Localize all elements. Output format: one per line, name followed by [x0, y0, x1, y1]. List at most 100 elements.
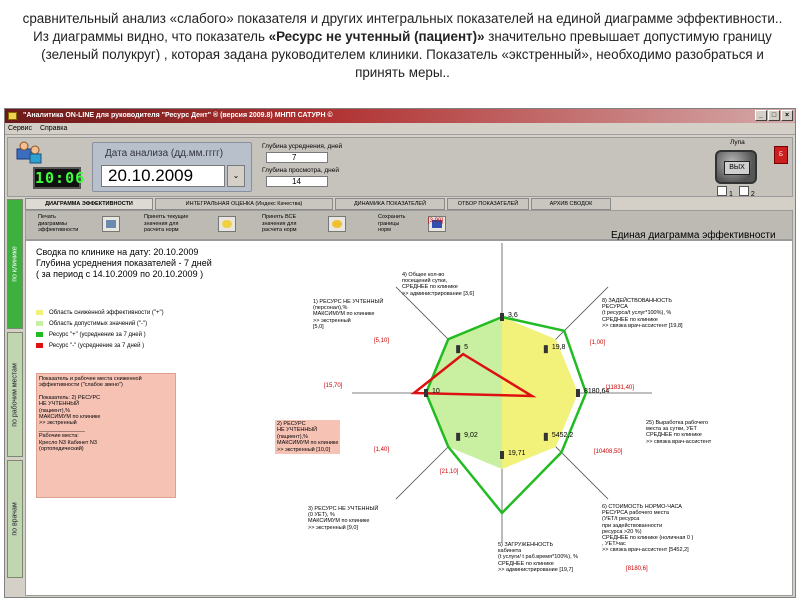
series-minus-line	[410, 352, 537, 398]
zoom-controls: 1 2	[717, 186, 755, 198]
date-input[interactable]: 20.10.2009	[101, 165, 225, 187]
legend-item: Область допустимых значений ("-")	[36, 318, 164, 329]
summary-line-2: Глубина усреднения показателей - 7 дней	[36, 258, 212, 268]
nav-tab-workplaces-label: по рабочим местам	[11, 362, 19, 427]
legend: Область сниженной эффективности ("+") Об…	[36, 307, 164, 351]
series-plus-line	[424, 315, 588, 515]
menu-bar: Сервис Справка	[5, 123, 795, 135]
depth-view-label: Глубина просмотра, дней	[262, 167, 340, 174]
users-icon[interactable]	[16, 141, 42, 165]
chart-area: Сводка по клинике на дату: 20.10.2009 Гл…	[25, 218, 793, 596]
value-marker[interactable]	[424, 389, 428, 397]
axis-range: [1,00]	[590, 340, 606, 346]
legend-item: Область сниженной эффективности ("+")	[36, 307, 164, 318]
tab-dynamics[interactable]: ДИНАМИКА ПОКАЗАТЕЛЕЙ	[335, 198, 445, 210]
axis-label: 3) РЕСУРС НЕ УЧТЕННЫЙ(0 УЕТ), %МАКСИМУМ …	[308, 506, 379, 531]
tab-efficiency-diagram[interactable]: ДИАГРАММА ЭФФЕКТИВНОСТИ	[25, 198, 153, 210]
value-marker[interactable]	[500, 451, 504, 459]
radar-chart	[352, 243, 652, 543]
nav-tab-workplaces[interactable]: по рабочим местам	[7, 332, 23, 457]
red-report-button[interactable]: Б	[774, 146, 788, 164]
axis-range: [1,40]	[374, 447, 390, 453]
close-button[interactable]: ×	[781, 110, 793, 121]
nav-tab-doctors-label: по врачам	[11, 502, 19, 536]
depth-avg-input[interactable]: 7	[266, 152, 328, 163]
legend-item: Ресурс "-" (усреднение за 7 дней )	[36, 340, 164, 351]
nav-tab-doctors[interactable]: по врачам	[7, 460, 23, 578]
summary-line-3: ( за период с 14.10.2009 по 20.10.2009 )	[36, 269, 204, 279]
magnifier-label: Лупа	[730, 139, 745, 146]
sun-multi-icon	[328, 216, 346, 232]
axis-value: 9,02	[464, 431, 478, 439]
nav-tab-clinic-label: по клинике	[11, 246, 19, 282]
zoom-2-checkbox[interactable]	[738, 186, 749, 196]
tab-archive[interactable]: АРХИВ СВОДОК	[531, 198, 611, 210]
chevron-down-icon[interactable]: ⌄	[227, 165, 245, 187]
axis-value: 5	[464, 344, 469, 352]
top-panel: 10:06 Дата анализа (дд.мм.гггг) 20.10.20…	[7, 137, 793, 198]
exit-button[interactable]: ВЫХ	[715, 150, 757, 184]
chart-title: Единая диаграмма эффективности	[611, 230, 776, 241]
clock-display: 10:06	[33, 167, 86, 189]
axis-range: [3,90]	[428, 218, 444, 224]
axis-value: 5452,2	[551, 431, 574, 439]
exit-label: ВЫХ	[724, 161, 750, 175]
axis-range: [11831,40]	[606, 385, 634, 391]
minimize-button[interactable]: _	[755, 110, 767, 121]
zoom-1-label: 1	[729, 191, 733, 198]
value-marker[interactable]	[543, 345, 548, 354]
value-marker[interactable]	[456, 345, 461, 354]
axis-value: 3,6	[508, 312, 518, 319]
axis-value: 19,8	[551, 344, 566, 352]
axis-extra-value: [8180,6]	[626, 566, 648, 572]
sun-icon	[218, 216, 236, 232]
value-marker[interactable]	[456, 432, 461, 441]
window-title: "Аналитика ON-LINE для руководителя "Рес…	[23, 112, 333, 119]
legend-item: Ресурс "+" (усреднение за 7 дней )	[36, 329, 164, 340]
caption-text: сравнительный анализ «слабого» показател…	[22, 11, 783, 80]
axis-label: 5) ЗАГРУЖЕННОСТЬ кабинета(t услуги/ t ра…	[498, 542, 579, 573]
menu-help[interactable]: Справка	[39, 125, 68, 132]
summary-line-1: Сводка по клинике на дату: 20.10.2009	[36, 247, 199, 257]
date-panel: Дата анализа (дд.мм.гггг) 20.10.2009 ⌄	[92, 142, 252, 192]
axis-range: [5,10]	[374, 338, 390, 344]
depth-view-input[interactable]: 14	[266, 176, 328, 187]
tab-selection[interactable]: ОТБОР ПОКАЗАТЕЛЕЙ	[447, 198, 529, 210]
yellow-zone	[502, 317, 578, 469]
axis-range: [15,70]	[324, 383, 343, 389]
left-navigation: по клинике по рабочим местам по врачам	[7, 199, 23, 579]
zoom-2-label: 2	[750, 191, 755, 198]
printer-icon	[102, 216, 120, 232]
save-icon	[428, 216, 446, 232]
app-window: "Аналитика ON-LINE для руководителя "Рес…	[4, 108, 796, 598]
depth-avg-label: Глубина усреднения, дней	[262, 143, 343, 150]
axis-value: 10	[432, 388, 440, 395]
tab-bar: ДИАГРАММА ЭФФЕКТИВНОСТИ ИНТЕГРАЛЬНАЯ ОЦЕ…	[25, 198, 795, 210]
app-icon	[8, 112, 17, 120]
title-bar: "Аналитика ON-LINE для руководителя "Рес…	[5, 109, 795, 123]
axis-value: 19,71	[508, 450, 526, 457]
tab-integral-score[interactable]: ИНТЕГРАЛЬНАЯ ОЦЕНКА (Индекс Качества)	[155, 198, 333, 210]
axis-range: [21,10]	[440, 469, 459, 475]
menu-service[interactable]: Сервис	[8, 125, 32, 132]
value-marker[interactable]	[500, 313, 504, 321]
zoom-1-checkbox[interactable]	[717, 186, 727, 196]
axis-range: [10408,50]	[594, 449, 623, 455]
value-marker[interactable]	[576, 389, 580, 397]
date-label: Дата анализа (дд.мм.гггг)	[105, 148, 224, 159]
maximize-button[interactable]: □	[768, 110, 780, 121]
axis-label: 1) РЕСУРС НЕ УЧТЕННЫЙ(персонал),%МАКСИМУ…	[313, 299, 384, 330]
nav-tab-clinic[interactable]: по клинике	[7, 199, 23, 329]
value-marker[interactable]	[543, 432, 548, 441]
